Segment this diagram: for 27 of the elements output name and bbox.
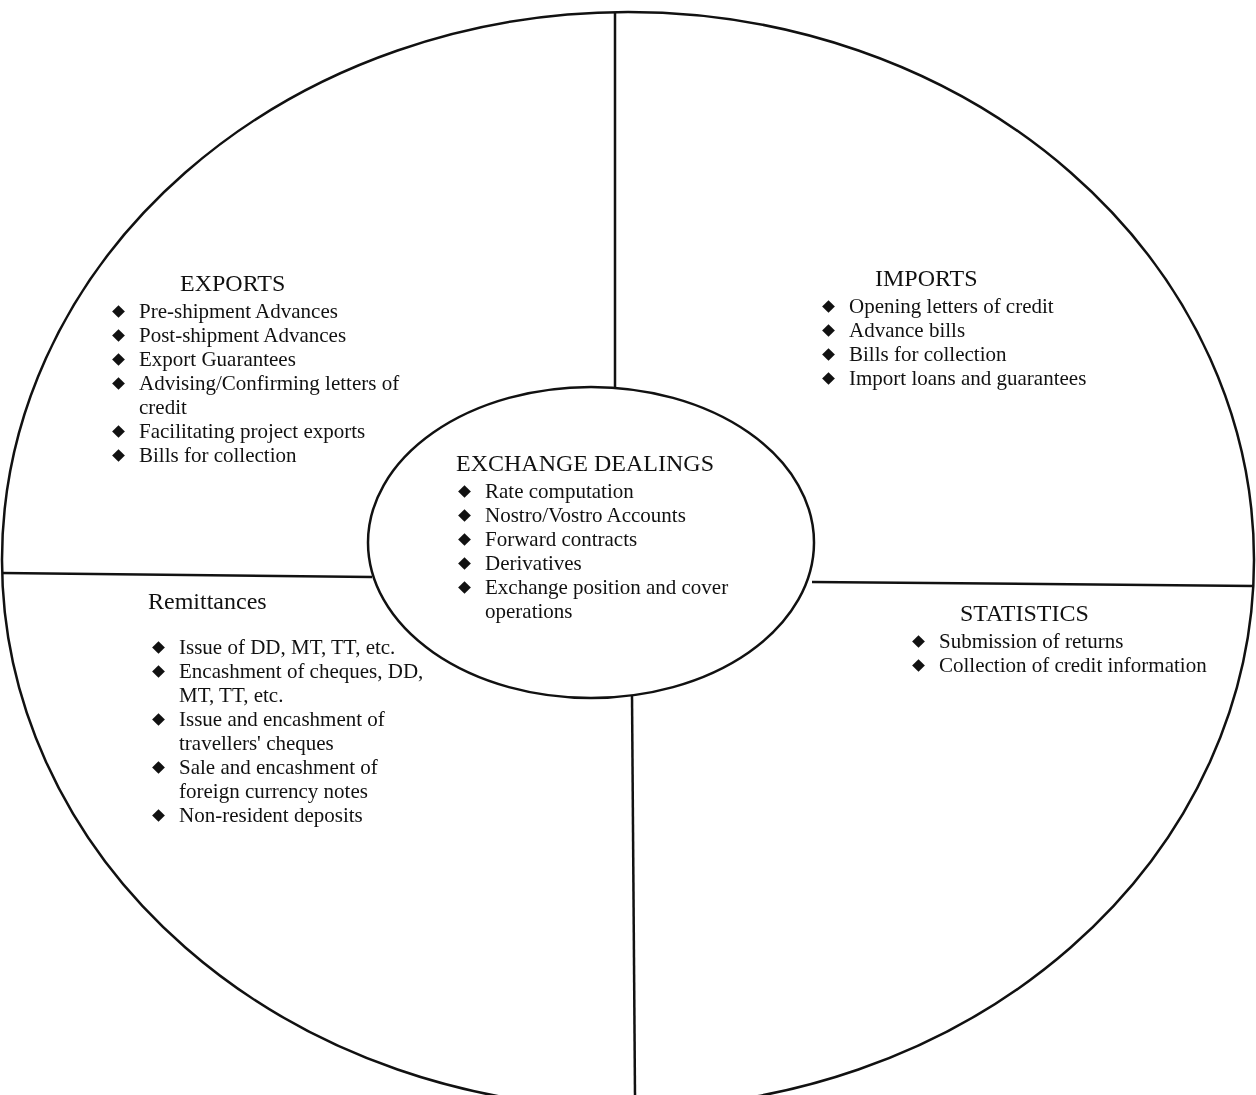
list-item-text: Issue and encashment of travellers' cheques <box>179 707 386 755</box>
list-item-text: Bills for collection <box>849 342 1007 366</box>
list-item-text: Bills for collection <box>139 443 297 467</box>
list-item-text: Export Guarantees <box>139 347 296 371</box>
list-item-text: Pre-shipment Advances <box>139 299 338 323</box>
list-item-text: Import loans and guarantees <box>849 366 1087 390</box>
section-heading: EXPORTS <box>180 270 286 297</box>
section-heading: Remittances <box>148 588 267 615</box>
list-item-text: Encashment of cheques, DD, MT, TT, etc. <box>179 659 425 707</box>
list-item-text: Submission of returns <box>939 629 1124 653</box>
list-item-text: Rate computation <box>485 479 634 503</box>
list-item-text: Non-resident deposits <box>179 803 363 827</box>
list-item-text: Sale and encashment of foreign currency notes <box>179 755 379 803</box>
section-heading: IMPORTS <box>875 265 978 292</box>
section-heading: EXCHANGE DEALINGS <box>456 450 714 477</box>
list-item-text: Advance bills <box>849 318 966 342</box>
list-item-text: Opening letters of credit <box>849 294 1054 318</box>
list-item-text: Exchange position and cover operations <box>485 575 730 623</box>
list-item-text: Issue of DD, MT, TT, etc. <box>179 635 396 659</box>
section-heading: STATISTICS <box>960 600 1089 627</box>
list-item-text: Facilitating project exports <box>139 419 366 443</box>
list-item-text: Collection of credit information <box>939 653 1207 677</box>
list-item-text: Post-shipment Advances <box>139 323 347 347</box>
list-item-text: Nostro/Vostro Accounts <box>485 503 686 527</box>
list-item-text: Forward contracts <box>485 527 638 551</box>
list-item-text: Advising/Confirming letters of credit <box>139 371 401 419</box>
list-item-text: Derivatives <box>485 551 582 575</box>
